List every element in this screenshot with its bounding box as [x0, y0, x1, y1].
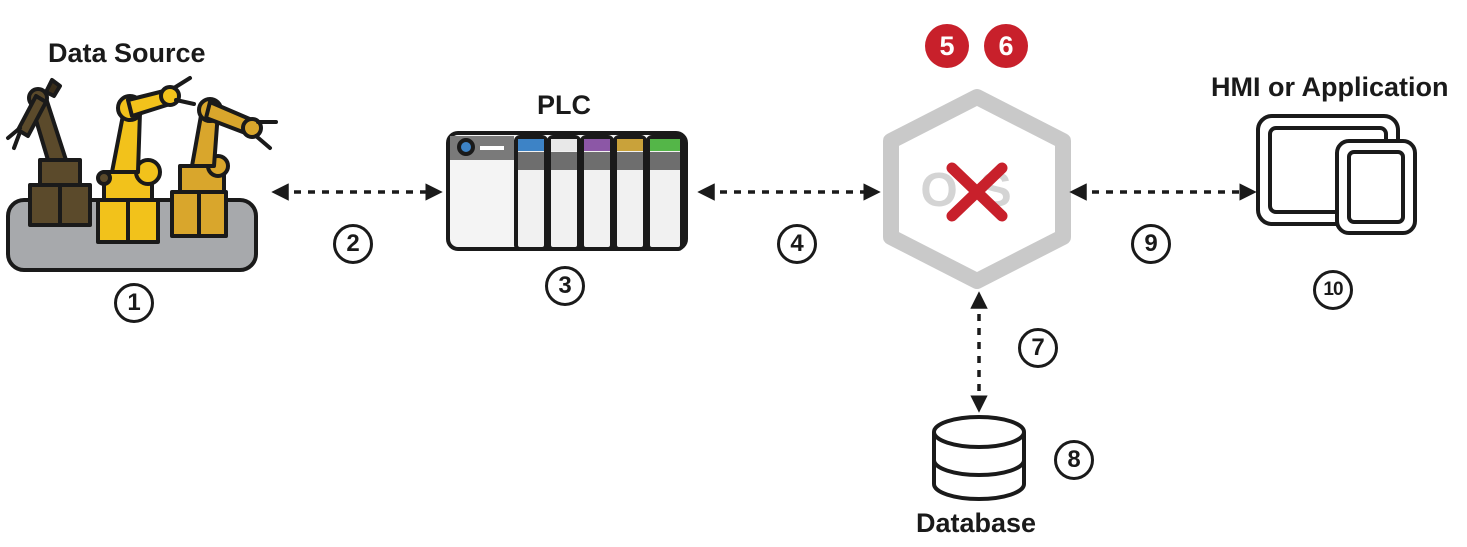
x-mark-icon [946, 162, 1008, 222]
plc-icon [446, 131, 688, 251]
step-10-marker: 10 [1313, 270, 1353, 310]
step-2-marker: 2 [333, 224, 373, 264]
database-icon [932, 415, 1026, 501]
step-7-marker: 7 [1018, 328, 1058, 368]
step-3-marker: 3 [545, 266, 585, 306]
step-4-marker: 4 [777, 224, 817, 264]
database-label: Database [916, 508, 1037, 538]
hmi-label: HMI or Application [1211, 72, 1449, 102]
step-8-marker: 8 [1054, 440, 1094, 480]
step-9-marker: 9 [1131, 224, 1171, 264]
plc-label: PLC [537, 90, 591, 120]
step-5-badge: 5 [925, 24, 969, 68]
step-1-marker: 1 [114, 283, 154, 323]
step-6-badge: 6 [984, 24, 1028, 68]
hmi-tablet-icon [1256, 114, 1417, 235]
robot-arms-icon [6, 76, 278, 272]
data-source-label: Data Source [48, 38, 206, 68]
